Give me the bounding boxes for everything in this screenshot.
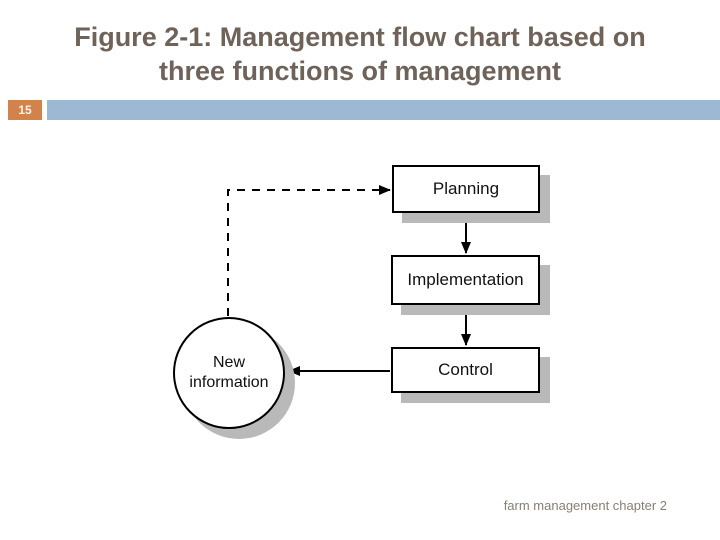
control-label: Control bbox=[438, 360, 493, 379]
slide-title-line-1: Figure 2-1: Management flow chart based … bbox=[74, 22, 646, 52]
accent-bar bbox=[47, 100, 720, 120]
header-bar: 15 bbox=[0, 100, 720, 120]
control-node: Control bbox=[391, 347, 540, 393]
new-information-node: New information bbox=[173, 317, 285, 429]
new-information-label: New information bbox=[189, 354, 269, 391]
dashed-feedback-arrow-newinfo-to-planning bbox=[227, 185, 391, 316]
page-number-badge: 15 bbox=[8, 100, 42, 120]
implementation-label: Implementation bbox=[407, 270, 524, 289]
footer-text: farm management chapter 2 bbox=[503, 498, 667, 513]
slide-title-line-2: three functions of management bbox=[158, 56, 562, 86]
slide-title: Figure 2-1: Management flow chart based … bbox=[0, 20, 720, 88]
planning-label: Planning bbox=[432, 179, 500, 198]
implementation-node: Implementation bbox=[391, 255, 540, 305]
planning-node: Planning bbox=[392, 165, 540, 213]
